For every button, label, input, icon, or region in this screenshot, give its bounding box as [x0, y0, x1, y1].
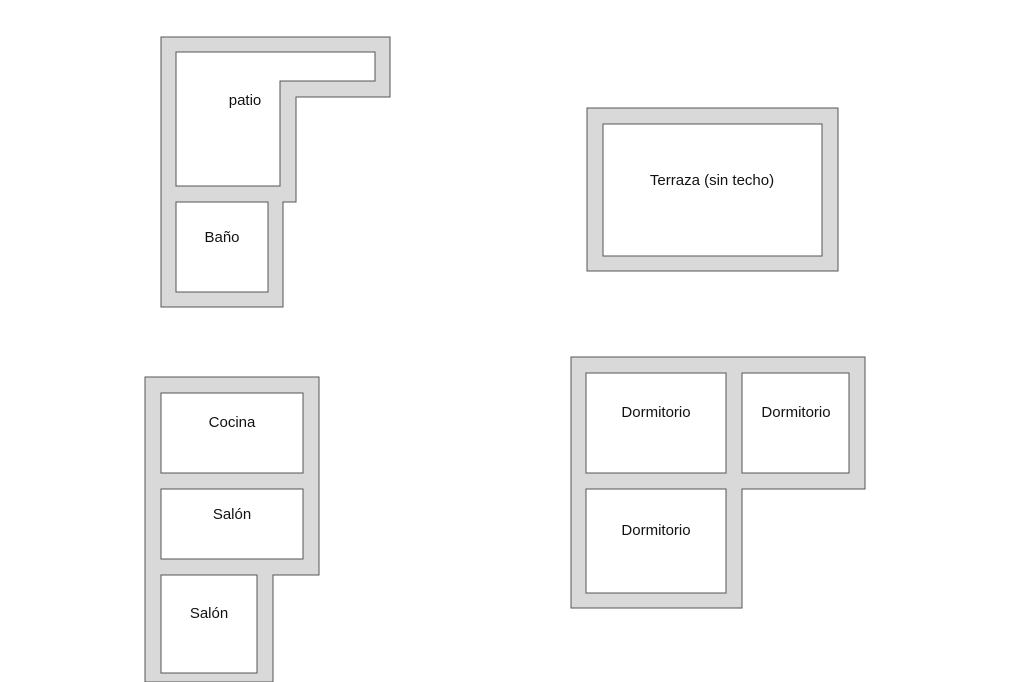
- label-bano: Baño: [204, 229, 239, 246]
- label-dormitorio-3: Dormitorio: [621, 522, 690, 539]
- label-cocina: Cocina: [209, 414, 256, 431]
- block-patio-bano: patio Baño: [160, 36, 391, 308]
- room-dormitorio-3: [585, 488, 727, 594]
- room-bano: [175, 201, 269, 293]
- label-salon-2: Salón: [190, 605, 228, 622]
- label-patio: patio: [229, 92, 262, 109]
- room-salon-1: [160, 488, 304, 560]
- label-dormitorio-2: Dormitorio: [761, 404, 830, 421]
- block-cocina-salon: Cocina Salón Salón: [144, 376, 320, 682]
- room-terraza: [602, 123, 823, 257]
- room-cocina: [160, 392, 304, 474]
- room-dormitorio-2: [741, 372, 850, 474]
- room-dormitorio-1: [585, 372, 727, 474]
- label-dormitorio-1: Dormitorio: [621, 404, 690, 421]
- block-terraza: Terraza (sin techo): [586, 107, 839, 272]
- label-terraza: Terraza (sin techo): [650, 172, 774, 189]
- label-salon-1: Salón: [213, 506, 251, 523]
- room-salon-2: [160, 574, 258, 674]
- block-dormitorios: Dormitorio Dormitorio Dormitorio: [570, 356, 866, 609]
- room-patio: [175, 51, 376, 187]
